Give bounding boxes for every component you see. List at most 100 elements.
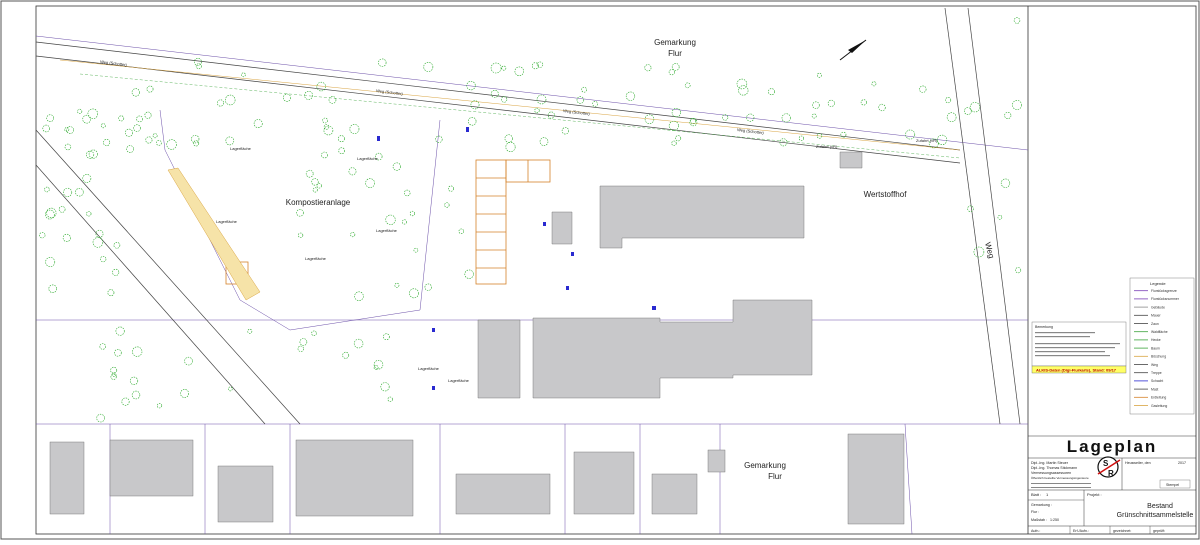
- weg-schotter-label-1: Weg (Schotter): [100, 59, 128, 67]
- tree-symbol: [75, 188, 84, 197]
- tree-symbol: [444, 202, 450, 208]
- tree-symbol: [96, 413, 105, 423]
- north-arrow-icon: [839, 39, 867, 61]
- tree-symbol: [349, 124, 360, 134]
- tree-symbol: [195, 63, 202, 70]
- legend-item: Gasleitung: [1151, 404, 1167, 408]
- legend-item: Treppe: [1151, 371, 1162, 375]
- tree-symbol: [113, 242, 121, 249]
- tree-symbol: [690, 118, 697, 125]
- tree-symbol: [969, 102, 981, 113]
- tree-symbol: [967, 205, 974, 212]
- road-diagonal: [35, 129, 301, 425]
- tree-symbol: [118, 115, 125, 122]
- lagerflaeche-label-5: Lagerfläche: [305, 256, 327, 261]
- lagerflaeche-label-3: Lagerfläche: [216, 219, 238, 224]
- hedge-line: [79, 73, 961, 159]
- tree-symbol: [905, 129, 916, 140]
- tree-symbol: [191, 135, 200, 144]
- weg-schotter-label-4: Weg (Schotter): [737, 127, 765, 135]
- legend-item: Gebäude: [1151, 305, 1165, 309]
- road-vertical: [944, 7, 1021, 425]
- massstab-label: Maßstab :: [1031, 518, 1047, 522]
- tree-symbol: [129, 376, 139, 386]
- tree-symbol: [387, 396, 393, 402]
- tree-symbol: [348, 167, 357, 176]
- tree-symbol: [878, 103, 886, 112]
- tree-symbol: [114, 349, 122, 357]
- tree-symbol: [798, 135, 805, 141]
- tree-symbol: [110, 366, 118, 374]
- gemarkung-label-top: Gemarkung: [654, 38, 696, 47]
- tree-symbol: [88, 149, 98, 159]
- tree-symbol: [342, 351, 350, 359]
- tree-symbol: [45, 209, 55, 220]
- tree-symbol: [311, 178, 319, 186]
- note-status: ALKIS-Daten (Digi-Flurkarte), Stand: 09/…: [1036, 368, 1117, 373]
- tree-symbol: [675, 135, 682, 142]
- tree-symbol: [103, 139, 111, 147]
- tree-symbol: [644, 64, 652, 72]
- tree-symbol: [86, 150, 95, 159]
- legend-title: Legende: [1150, 281, 1166, 286]
- tree-symbol: [100, 256, 107, 263]
- tree-symbol: [424, 283, 432, 291]
- tree-symbol: [736, 78, 748, 90]
- weg-schotter-label-3: Weg (Schotter): [563, 108, 591, 116]
- tree-symbol: [871, 81, 877, 87]
- flur-label-bottom: Flur: [768, 472, 782, 481]
- tree-symbol: [180, 389, 189, 398]
- tree-symbol: [671, 140, 677, 146]
- tree-symbol: [253, 119, 263, 128]
- tree-symbol: [401, 219, 407, 225]
- tree-symbol: [817, 72, 822, 78]
- tree-symbol: [166, 139, 177, 150]
- tree-symbol: [536, 94, 547, 105]
- tree-symbol: [184, 356, 193, 366]
- tree-symbol: [107, 289, 115, 297]
- date-value: 2017: [1178, 461, 1186, 465]
- geprueft-label: geprüft:: [1153, 529, 1165, 533]
- tree-symbol: [504, 134, 513, 143]
- projekt-label: Projekt :: [1087, 492, 1102, 497]
- tree-symbol: [514, 66, 524, 77]
- tree-symbol: [684, 82, 691, 89]
- tree-symbol: [136, 115, 143, 123]
- lagerflaeche-label-2: Lagerfläche: [357, 156, 379, 161]
- tree-symbol: [350, 232, 356, 238]
- tree-symbol: [490, 90, 499, 98]
- tree-symbol: [125, 128, 134, 137]
- tree-symbol: [316, 81, 326, 92]
- tree-symbol: [945, 97, 952, 104]
- tree-symbol: [46, 207, 57, 218]
- tree-symbol: [156, 403, 163, 409]
- weg-label-vertical: Weg: [983, 241, 996, 259]
- trees-group: [39, 17, 1022, 423]
- buildings: [49, 151, 905, 525]
- tree-symbol: [375, 152, 383, 161]
- tree-symbol: [768, 88, 775, 96]
- tree-symbol: [45, 257, 56, 267]
- tree-symbol: [311, 330, 317, 336]
- flur-label-top: Flur: [668, 49, 682, 58]
- weg-schotter-label-2: Weg (Schotter): [376, 88, 404, 96]
- tree-symbol: [385, 214, 396, 225]
- tree-symbol: [131, 88, 140, 97]
- legend-item: Baum: [1151, 346, 1160, 350]
- tree-symbol: [305, 169, 314, 178]
- tree-symbol: [779, 138, 788, 147]
- tree-symbol: [919, 85, 927, 93]
- tree-symbol: [228, 386, 233, 392]
- tree-symbol: [547, 111, 555, 119]
- tree-symbol: [501, 65, 507, 71]
- tree-symbol: [671, 63, 680, 71]
- tree-symbol: [581, 86, 587, 93]
- tree-symbol: [576, 96, 585, 104]
- tree-symbol: [592, 101, 598, 107]
- zufahrt-label-1: Zufahrt (vR): [816, 144, 838, 149]
- tree-symbol: [668, 120, 679, 131]
- tree-symbol: [100, 123, 106, 129]
- tree-symbol: [1000, 178, 1011, 188]
- tree-symbol: [435, 135, 443, 143]
